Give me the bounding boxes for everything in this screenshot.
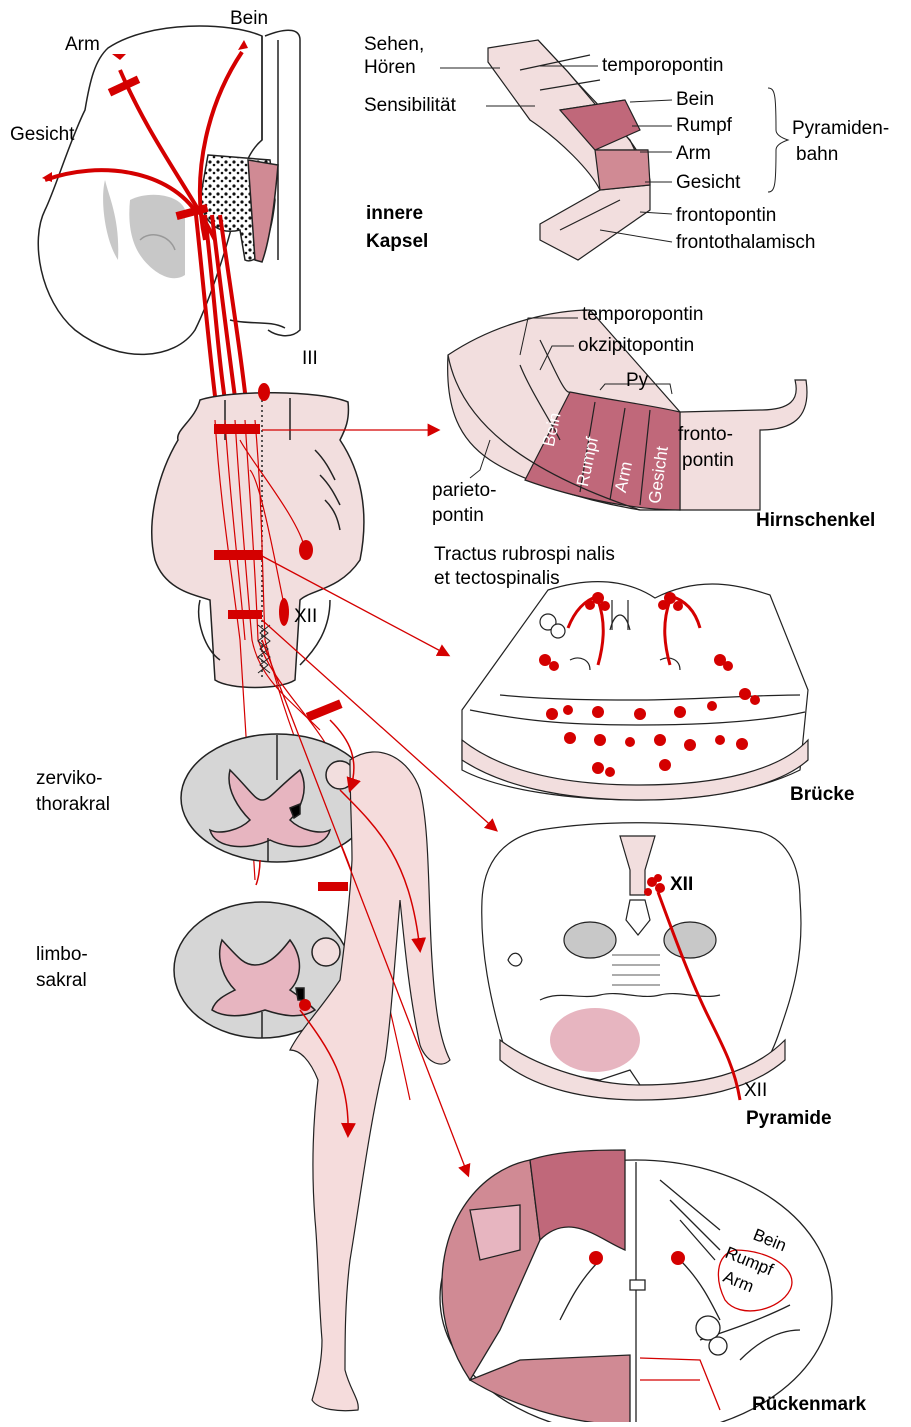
label-ped-pontin: pontin xyxy=(682,450,734,472)
label-capsule-gesicht: Gesicht xyxy=(676,172,740,194)
title-kapsel: Kapsel xyxy=(366,231,428,253)
label-capsule-frontopontin: frontopontin xyxy=(676,205,776,227)
label-nerve-iii: III xyxy=(302,348,318,370)
label-py: Py xyxy=(626,370,648,392)
brain-coronal-section xyxy=(38,26,300,354)
pons-diagram xyxy=(462,582,808,800)
label-gesicht-brain: Gesicht xyxy=(10,124,74,146)
spinal-cord-section xyxy=(440,1150,832,1422)
title-innere: innere xyxy=(366,203,423,225)
label-capsule-rumpf: Rumpf xyxy=(676,115,732,137)
label-capsule-temporopontin: temporopontin xyxy=(602,55,723,77)
label-sehen: Sehen, xyxy=(364,34,424,56)
label-capsule-bein: Bein xyxy=(676,89,714,111)
label-arm-brain: Arm xyxy=(65,34,100,56)
title-rueckenmark: Rückenmark xyxy=(752,1394,866,1416)
label-frontothalamisch: frontothalamisch xyxy=(676,232,815,254)
label-bahn: bahn xyxy=(796,144,838,166)
label-zerviko: zerviko- xyxy=(36,768,103,790)
label-xii-nucleus: XII xyxy=(670,874,693,896)
label-ped-fronto: fronto- xyxy=(678,424,733,446)
title-pyramide: Pyramide xyxy=(746,1108,832,1130)
label-thorakral: thorakral xyxy=(36,794,110,816)
label-ped-okzipitopontin: okzipitopontin xyxy=(578,335,694,357)
label-hoeren: Hören xyxy=(364,57,416,79)
label-ped-temporopontin: temporopontin xyxy=(582,304,703,326)
label-sakral: sakral xyxy=(36,970,87,992)
label-sensibilitaet: Sensibilität xyxy=(364,95,456,117)
title-hirnschenkel: Hirnschenkel xyxy=(756,510,875,532)
label-limbo: limbo- xyxy=(36,944,88,966)
medulla-diagram xyxy=(482,823,801,1100)
label-pyramiden: Pyramiden- xyxy=(792,118,889,140)
label-xii-nerve: XII xyxy=(744,1080,767,1102)
label-parieto: parieto- xyxy=(432,480,496,502)
brainstem-outline xyxy=(152,393,364,688)
label-capsule-arm: Arm xyxy=(676,143,711,165)
label-tractus-line2: et tectospinalis xyxy=(434,568,560,590)
label-nerve-xii: XII xyxy=(294,606,317,628)
label-parieto-pontin: pontin xyxy=(432,505,484,527)
label-bein-brain: Bein xyxy=(230,8,268,30)
title-bruecke: Brücke xyxy=(790,784,854,806)
label-tractus-line1: Tractus rubrospi nalis xyxy=(434,544,615,566)
cervical-section xyxy=(181,734,373,862)
